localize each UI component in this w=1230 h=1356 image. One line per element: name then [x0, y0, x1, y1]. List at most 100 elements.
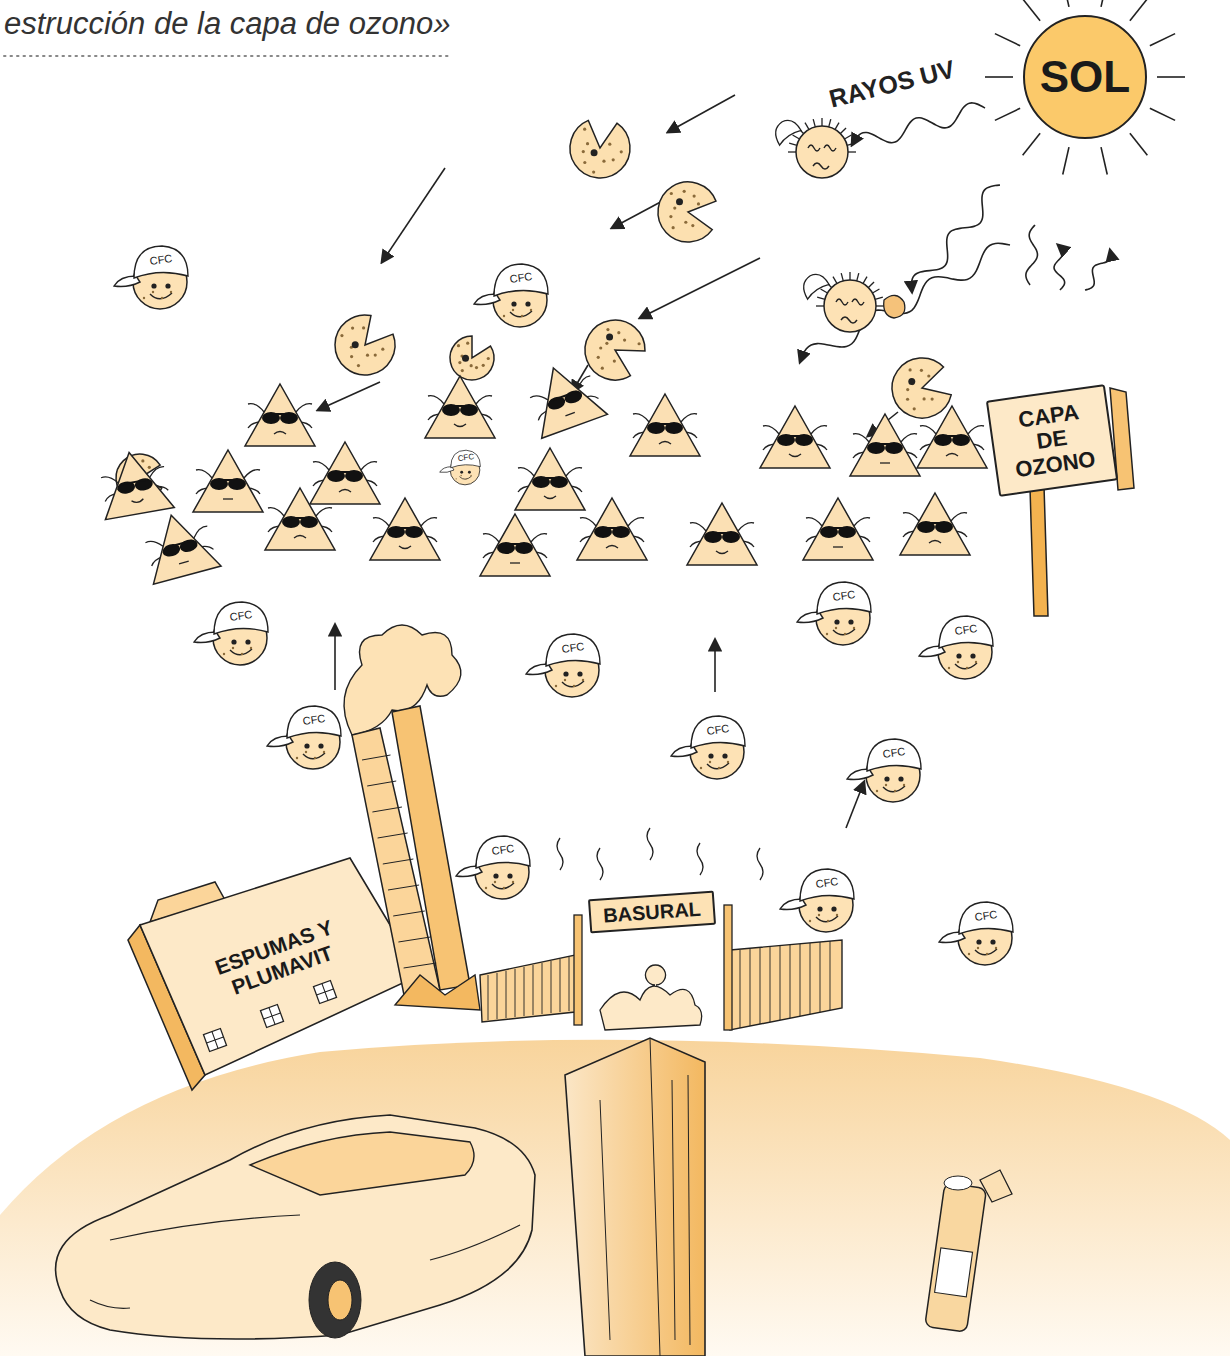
triangle — [480, 514, 550, 576]
uv-ray — [1026, 225, 1038, 285]
smile — [955, 663, 977, 669]
speckle — [586, 142, 589, 145]
speckle — [351, 326, 354, 329]
cap-fragment — [798, 270, 830, 299]
title: estrucción de la capa de ozono» — [4, 6, 450, 42]
eye — [848, 619, 853, 624]
spray-nozzle — [944, 1176, 972, 1190]
speckle — [583, 161, 586, 164]
fence-slat — [820, 942, 821, 1012]
glasses-bridge — [286, 517, 314, 519]
mouth — [179, 561, 189, 564]
speckle — [977, 947, 979, 949]
glasses-bridge — [781, 435, 809, 437]
cap — [287, 706, 341, 738]
smile — [707, 763, 729, 769]
sign-post — [1030, 486, 1048, 616]
cap — [546, 634, 600, 666]
eye — [990, 939, 995, 944]
speckle — [700, 767, 702, 769]
speckle — [906, 388, 909, 391]
smile — [460, 476, 472, 479]
triangle — [193, 450, 263, 512]
triangle — [760, 406, 830, 468]
ozone-molecule — [265, 488, 335, 550]
chimney-band — [404, 963, 437, 968]
sun-ray — [995, 108, 1020, 120]
fume — [597, 848, 603, 880]
sunglass — [563, 388, 584, 405]
speckle — [684, 221, 687, 224]
cfc-molecule — [267, 706, 341, 769]
ozone-molecule — [577, 498, 647, 560]
eye — [834, 619, 839, 624]
fridge — [565, 1038, 705, 1356]
chlorine-atom — [658, 182, 716, 242]
speckle — [809, 920, 811, 922]
eye — [708, 753, 713, 758]
eye — [493, 873, 498, 878]
sun-ray — [1063, 147, 1069, 174]
speckle — [161, 297, 163, 299]
fence-slat — [750, 949, 751, 1026]
ozone-molecule — [310, 442, 380, 504]
speckle — [617, 331, 620, 334]
mouth — [399, 546, 411, 549]
window — [203, 1028, 226, 1051]
fence-slat — [800, 944, 801, 1016]
speckle — [470, 475, 471, 476]
car-hubcap — [328, 1280, 352, 1320]
speckle — [620, 150, 623, 153]
speckle — [966, 667, 968, 669]
speckle — [927, 374, 930, 377]
eye — [245, 639, 250, 644]
chimney-band — [388, 885, 419, 890]
mouth — [833, 546, 843, 547]
glasses-bridge — [165, 541, 192, 548]
glasses-bridge — [921, 522, 949, 524]
mouth — [544, 496, 556, 499]
speckle — [670, 192, 673, 195]
eye — [525, 301, 530, 306]
speckle — [906, 398, 909, 401]
fume — [697, 843, 703, 875]
mouth — [813, 163, 829, 169]
speckle — [995, 947, 997, 949]
triangle — [630, 394, 700, 456]
speckle — [876, 790, 878, 792]
ozone-molecule — [515, 448, 585, 510]
cfc-molecule — [847, 739, 921, 802]
smile — [975, 949, 997, 955]
smile — [883, 786, 905, 792]
glasses-bridge — [121, 480, 149, 485]
mouth — [339, 490, 351, 493]
sun-ray — [1130, 133, 1147, 155]
speckle — [672, 226, 675, 229]
mouth — [223, 498, 233, 499]
spray-cap — [980, 1170, 1012, 1202]
fridge-lines — [600, 1038, 690, 1356]
speckle — [564, 679, 566, 681]
speckle — [381, 348, 384, 351]
uv-ray — [800, 243, 1010, 362]
window-cross — [313, 980, 336, 1003]
mouth — [454, 424, 466, 427]
fence-slat — [506, 971, 507, 1018]
eye — [722, 753, 727, 758]
speckle — [623, 338, 626, 341]
car-window — [250, 1132, 474, 1195]
ozone-molecule — [137, 506, 221, 584]
speckle — [669, 215, 672, 218]
triangle — [687, 503, 757, 565]
speckle — [223, 653, 225, 655]
eye — [976, 939, 981, 944]
speckle — [920, 369, 923, 372]
triangle — [245, 384, 315, 446]
chlorine-fragment — [884, 295, 905, 318]
cap-label: CFC — [561, 641, 585, 655]
dump-sign: BASURAL — [588, 891, 716, 934]
speckle — [485, 887, 487, 889]
glasses-bridge — [651, 423, 679, 425]
